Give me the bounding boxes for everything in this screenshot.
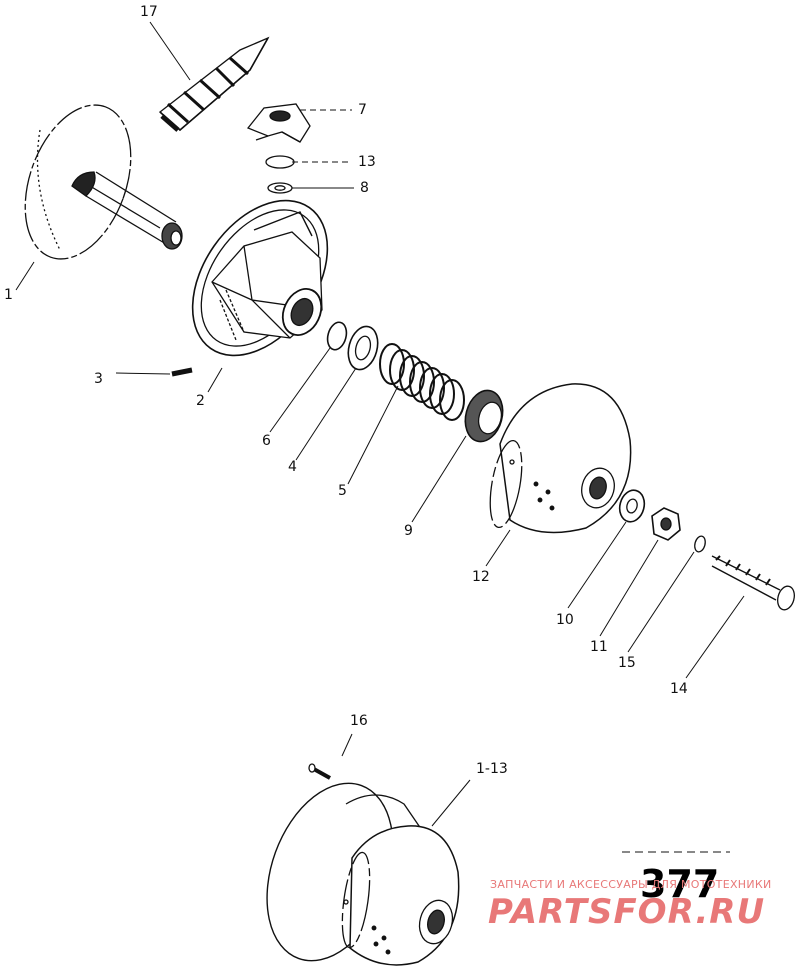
part-1-fixed-sheave bbox=[24, 104, 183, 260]
label-16: 16 bbox=[350, 713, 368, 729]
part-9-bushing bbox=[464, 389, 504, 443]
assembly-1-13 bbox=[266, 782, 460, 966]
part-8-washer bbox=[267, 182, 293, 194]
label-17: 17 bbox=[140, 4, 158, 20]
watermark-tagline: ЗАПЧАСТИ И АКСЕССУАРЫ ДЛЯ МОТОТЕХНИКИ bbox=[490, 878, 772, 891]
label-5: 5 bbox=[338, 483, 347, 499]
part-4-plate bbox=[347, 325, 379, 371]
label-15: 15 bbox=[618, 655, 636, 671]
label-13: 13 bbox=[358, 154, 376, 170]
label-8: 8 bbox=[360, 180, 369, 196]
part-15-washer bbox=[694, 535, 706, 553]
part-7-ramp bbox=[246, 103, 311, 143]
label-10: 10 bbox=[556, 612, 574, 628]
page-number: 377 bbox=[640, 862, 720, 906]
part-12-cover bbox=[489, 383, 632, 534]
part-6-ring bbox=[326, 321, 348, 351]
label-9: 9 bbox=[404, 523, 413, 539]
label-7: 7 bbox=[358, 102, 367, 118]
label-4: 4 bbox=[288, 459, 297, 475]
label-12: 12 bbox=[472, 569, 490, 585]
part-17-belt bbox=[158, 36, 270, 132]
part-10-washer bbox=[618, 489, 646, 523]
label-1-13: 1-13 bbox=[476, 761, 508, 777]
part-5-spring bbox=[379, 343, 465, 421]
label-2: 2 bbox=[196, 393, 205, 409]
part-2-movable-sheave bbox=[191, 199, 329, 357]
label-3: 3 bbox=[94, 371, 103, 387]
label-14: 14 bbox=[670, 681, 688, 697]
part-13-washer bbox=[265, 155, 295, 169]
label-6: 6 bbox=[262, 433, 271, 449]
label-1: 1 bbox=[4, 287, 13, 303]
part-3-screw bbox=[171, 367, 193, 377]
part-16-bolt bbox=[308, 763, 331, 780]
leader-lines bbox=[15, 21, 745, 853]
label-11: 11 bbox=[590, 639, 608, 655]
part-14-bolt bbox=[711, 555, 795, 611]
part-11-nut bbox=[651, 507, 681, 541]
watermark-brand: PARTSFOR.RU bbox=[488, 892, 766, 932]
